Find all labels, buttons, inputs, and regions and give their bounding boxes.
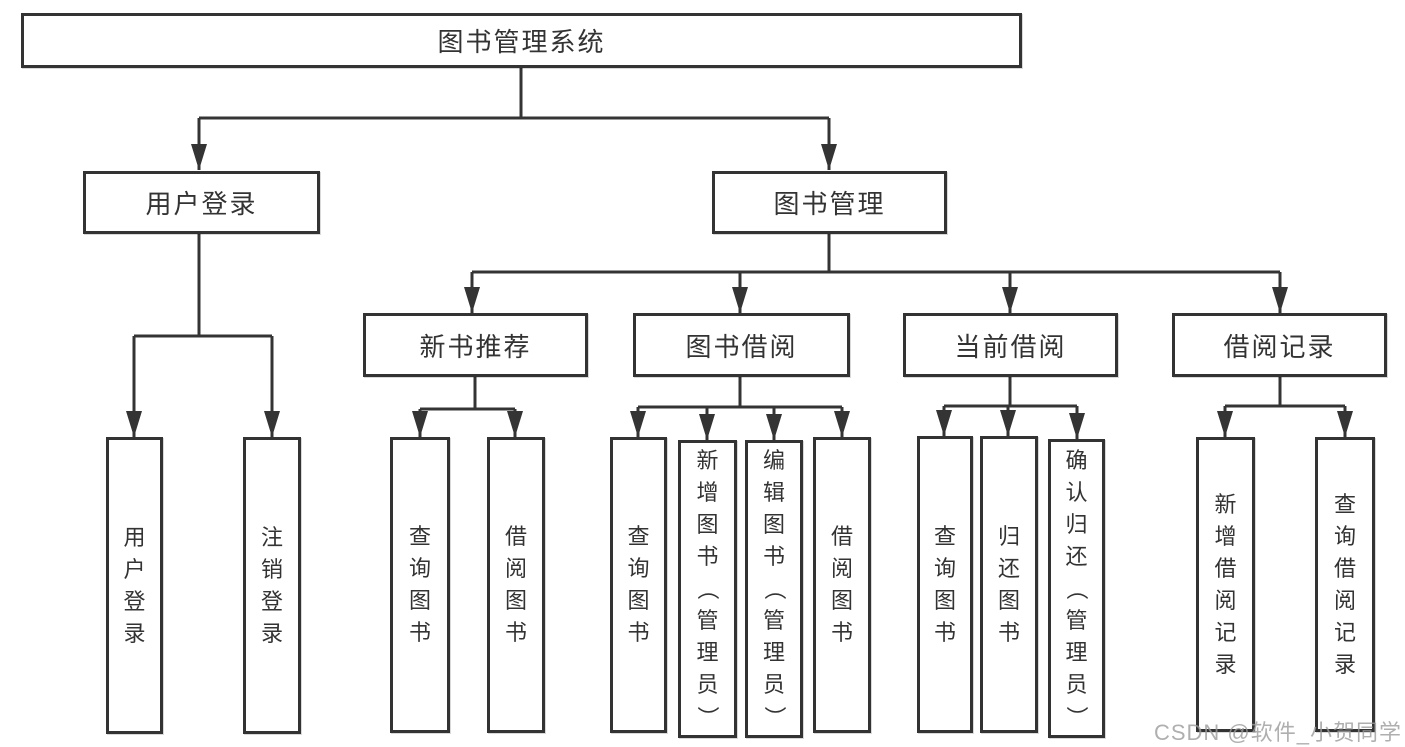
node-book-management: 图书管理 — [712, 171, 947, 234]
node-br-add-record: 新增借阅记录 — [1196, 437, 1255, 732]
node-leaf-user-login: 用户登录 — [106, 437, 163, 734]
node-user-login: 用户登录 — [83, 171, 320, 234]
arrowheads — [126, 144, 1353, 440]
node-nb-borrow-book: 借阅图书 — [487, 437, 545, 733]
node-bb-query-book: 查询图书 — [610, 437, 667, 733]
node-nb-query-book: 查询图书 — [390, 437, 450, 733]
node-br-query-record: 查询借阅记录 — [1315, 437, 1375, 732]
node-bb-borrow-book: 借阅图书 — [813, 437, 871, 733]
node-bb-edit-book-admin: 编辑图书（管理员） — [745, 440, 803, 738]
connector-lines — [132, 68, 1347, 440]
node-leaf-logout: 注销登录 — [243, 437, 301, 734]
node-cb-query-book: 查询图书 — [917, 436, 973, 733]
node-new-book-recommend: 新书推荐 — [363, 313, 588, 377]
node-current-borrowing: 当前借阅 — [903, 313, 1118, 377]
node-bb-add-book-admin: 新增图书（管理员） — [678, 440, 737, 738]
node-root: 图书管理系统 — [21, 13, 1022, 68]
node-borrowing-records: 借阅记录 — [1172, 313, 1387, 377]
node-cb-return-book: 归还图书 — [980, 436, 1038, 733]
watermark: CSDN @软件_小贺同学 — [1153, 720, 1402, 745]
node-cb-confirm-return-admin: 确认归还（管理员） — [1048, 439, 1105, 738]
node-book-borrowing: 图书借阅 — [633, 313, 850, 377]
